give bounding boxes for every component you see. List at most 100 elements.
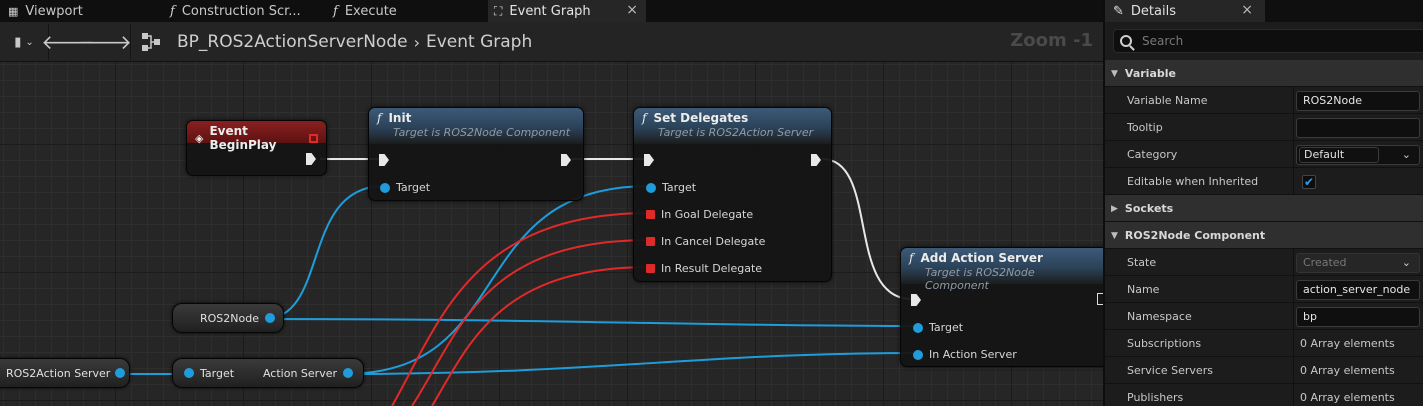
name-field[interactable]: action_server_node: [1296, 279, 1420, 300]
pin-label: Target: [396, 181, 431, 194]
back-button[interactable]: 🡐: [41, 30, 95, 54]
action-server-pin[interactable]: In Action Server: [913, 348, 1017, 361]
editable-checkbox[interactable]: ✔: [1302, 174, 1316, 189]
details-search-input[interactable]: Search: [1113, 29, 1423, 53]
exec-input-pin[interactable]: [911, 294, 921, 306]
exec-input-pin[interactable]: [644, 154, 654, 166]
property-label: Editable when Inherited: [1127, 175, 1259, 188]
exec-output-pin[interactable]: [306, 153, 316, 165]
chevron-down-icon: ⌄: [1401, 255, 1411, 269]
row-publishers: Publishers 0 Array elements: [1105, 384, 1423, 406]
output-pin[interactable]: [343, 368, 353, 378]
action-server-getter-node[interactable]: Target Action Server: [172, 358, 364, 388]
document-tab-bar: ▦ Viewport f Construction Scr... f Execu…: [0, 0, 1103, 22]
section-ros2node-component[interactable]: ▼ROS2Node Component: [1105, 222, 1423, 249]
property-label: Name: [1127, 283, 1160, 296]
cancel-delegate-pin[interactable]: In Cancel Delegate: [646, 235, 765, 248]
row-category: Category Default ⌄: [1105, 141, 1423, 168]
tooltip-field[interactable]: [1296, 117, 1420, 138]
category-combo[interactable]: Default ⌄: [1296, 144, 1420, 165]
object-wire: [343, 352, 916, 375]
node-title: Set Delegates: [653, 111, 749, 125]
tab-construction-script[interactable]: f Construction Scr...: [170, 0, 301, 22]
object-wire: [343, 185, 651, 375]
breadcrumb-graph[interactable]: Event Graph: [425, 32, 533, 52]
set-delegates-node[interactable]: f Set Delegates Target is ROS2Action Serv…: [633, 107, 832, 282]
section-label: ROS2Node Component: [1124, 229, 1266, 242]
array-count: 0 Array elements: [1300, 391, 1395, 404]
exec-output-pin[interactable]: [561, 154, 571, 166]
exec-wire: [821, 158, 913, 300]
exec-input-pin[interactable]: [379, 154, 389, 166]
delegate-output-icon[interactable]: [309, 133, 318, 143]
expand-arrow-icon: ▶: [1111, 203, 1118, 214]
search-placeholder: Search: [1142, 34, 1184, 48]
tab-label: Viewport: [25, 3, 83, 19]
event-diamond-icon: ◈: [195, 131, 204, 145]
pin-label: In Goal Delegate: [661, 208, 754, 221]
category-value: Default: [1299, 146, 1379, 163]
goal-delegate-pin[interactable]: In Goal Delegate: [646, 208, 753, 221]
target-pin[interactable]: Target: [646, 181, 696, 194]
section-sockets[interactable]: ▶ Sockets: [1105, 195, 1423, 222]
target-pin[interactable]: Target: [380, 181, 430, 194]
array-count: 0 Array elements: [1300, 337, 1395, 350]
exec-output-pin[interactable]: [1097, 293, 1103, 305]
row-state: State Created⌄: [1105, 249, 1423, 276]
tab-label: Execute: [344, 3, 397, 19]
close-icon[interactable]: ×: [1241, 2, 1253, 18]
toolbar-divider: [48, 24, 49, 60]
state-combo: Created⌄: [1296, 252, 1420, 273]
details-tab-title: Details: [1130, 3, 1176, 19]
chevron-right-icon: ›: [413, 32, 420, 52]
ros2node-variable-node[interactable]: ROS2Node: [172, 303, 284, 333]
breadcrumb-blueprint[interactable]: BP_ROS2ActionServerNode: [177, 32, 408, 52]
tab-event-graph[interactable]: ⛶ Event Graph ×: [488, 0, 646, 22]
function-icon: f: [170, 3, 175, 19]
row-service-servers: Service Servers 0 Array elements: [1105, 357, 1423, 384]
bookmark-dropdown-button[interactable]: ▮ ⌄: [6, 30, 42, 54]
result-delegate-pin[interactable]: In Result Delegate: [646, 262, 762, 275]
ros2action-server-variable-node[interactable]: ROS2Action Server: [0, 358, 130, 388]
tab-execute[interactable]: f Execute: [333, 0, 397, 22]
toolbar-divider: [130, 24, 131, 60]
graph-hierarchy-button[interactable]: [140, 30, 162, 54]
property-label: Category: [1127, 148, 1178, 161]
close-icon[interactable]: ×: [626, 2, 638, 18]
node-title: Event BeginPlay: [209, 124, 277, 152]
function-icon: f: [642, 111, 647, 125]
breadcrumb: BP_ROS2ActionServerNode › Event Graph: [177, 30, 532, 54]
details-tab-strip: [1265, 0, 1423, 22]
section-label: Sockets: [1124, 202, 1174, 215]
node-subtitle: Target is ROS2Node Component: [393, 126, 571, 139]
property-label: Tooltip: [1127, 121, 1163, 134]
section-variable[interactable]: ▼Variable: [1105, 60, 1423, 87]
property-label: Service Servers: [1127, 364, 1213, 377]
pin-label: In Action Server: [929, 348, 1017, 361]
row-variable-name: Variable Name ROS2Node: [1105, 87, 1423, 114]
object-wire: [263, 318, 916, 327]
event-beginplay-node[interactable]: ◈ Event BeginPlay: [186, 120, 327, 176]
exec-output-pin[interactable]: [811, 154, 821, 166]
chevron-down-icon: ⌄: [1401, 147, 1411, 161]
row-subscriptions: Subscriptions 0 Array elements: [1105, 330, 1423, 357]
variable-name-field[interactable]: ROS2Node: [1296, 90, 1420, 111]
namespace-field[interactable]: bp: [1296, 306, 1420, 327]
forward-button[interactable]: 🡒: [78, 30, 132, 54]
target-input-pin[interactable]: [184, 368, 194, 378]
row-tooltip: Tooltip: [1105, 114, 1423, 141]
details-tab[interactable]: ✎ Details ×: [1105, 0, 1265, 22]
pin-label: In Cancel Delegate: [661, 235, 766, 248]
tab-label: Construction Scr...: [181, 3, 301, 19]
tab-viewport[interactable]: ▦ Viewport: [8, 0, 83, 22]
node-subtitle: Target is ROS2Action Server: [658, 126, 814, 139]
output-pin[interactable]: [265, 313, 275, 323]
target-pin[interactable]: Target: [913, 321, 963, 334]
output-pin[interactable]: [115, 368, 126, 378]
graph-hierarchy-icon: [142, 33, 160, 51]
function-icon: f: [377, 111, 382, 125]
event-graph-icon: ⛶: [494, 3, 503, 18]
